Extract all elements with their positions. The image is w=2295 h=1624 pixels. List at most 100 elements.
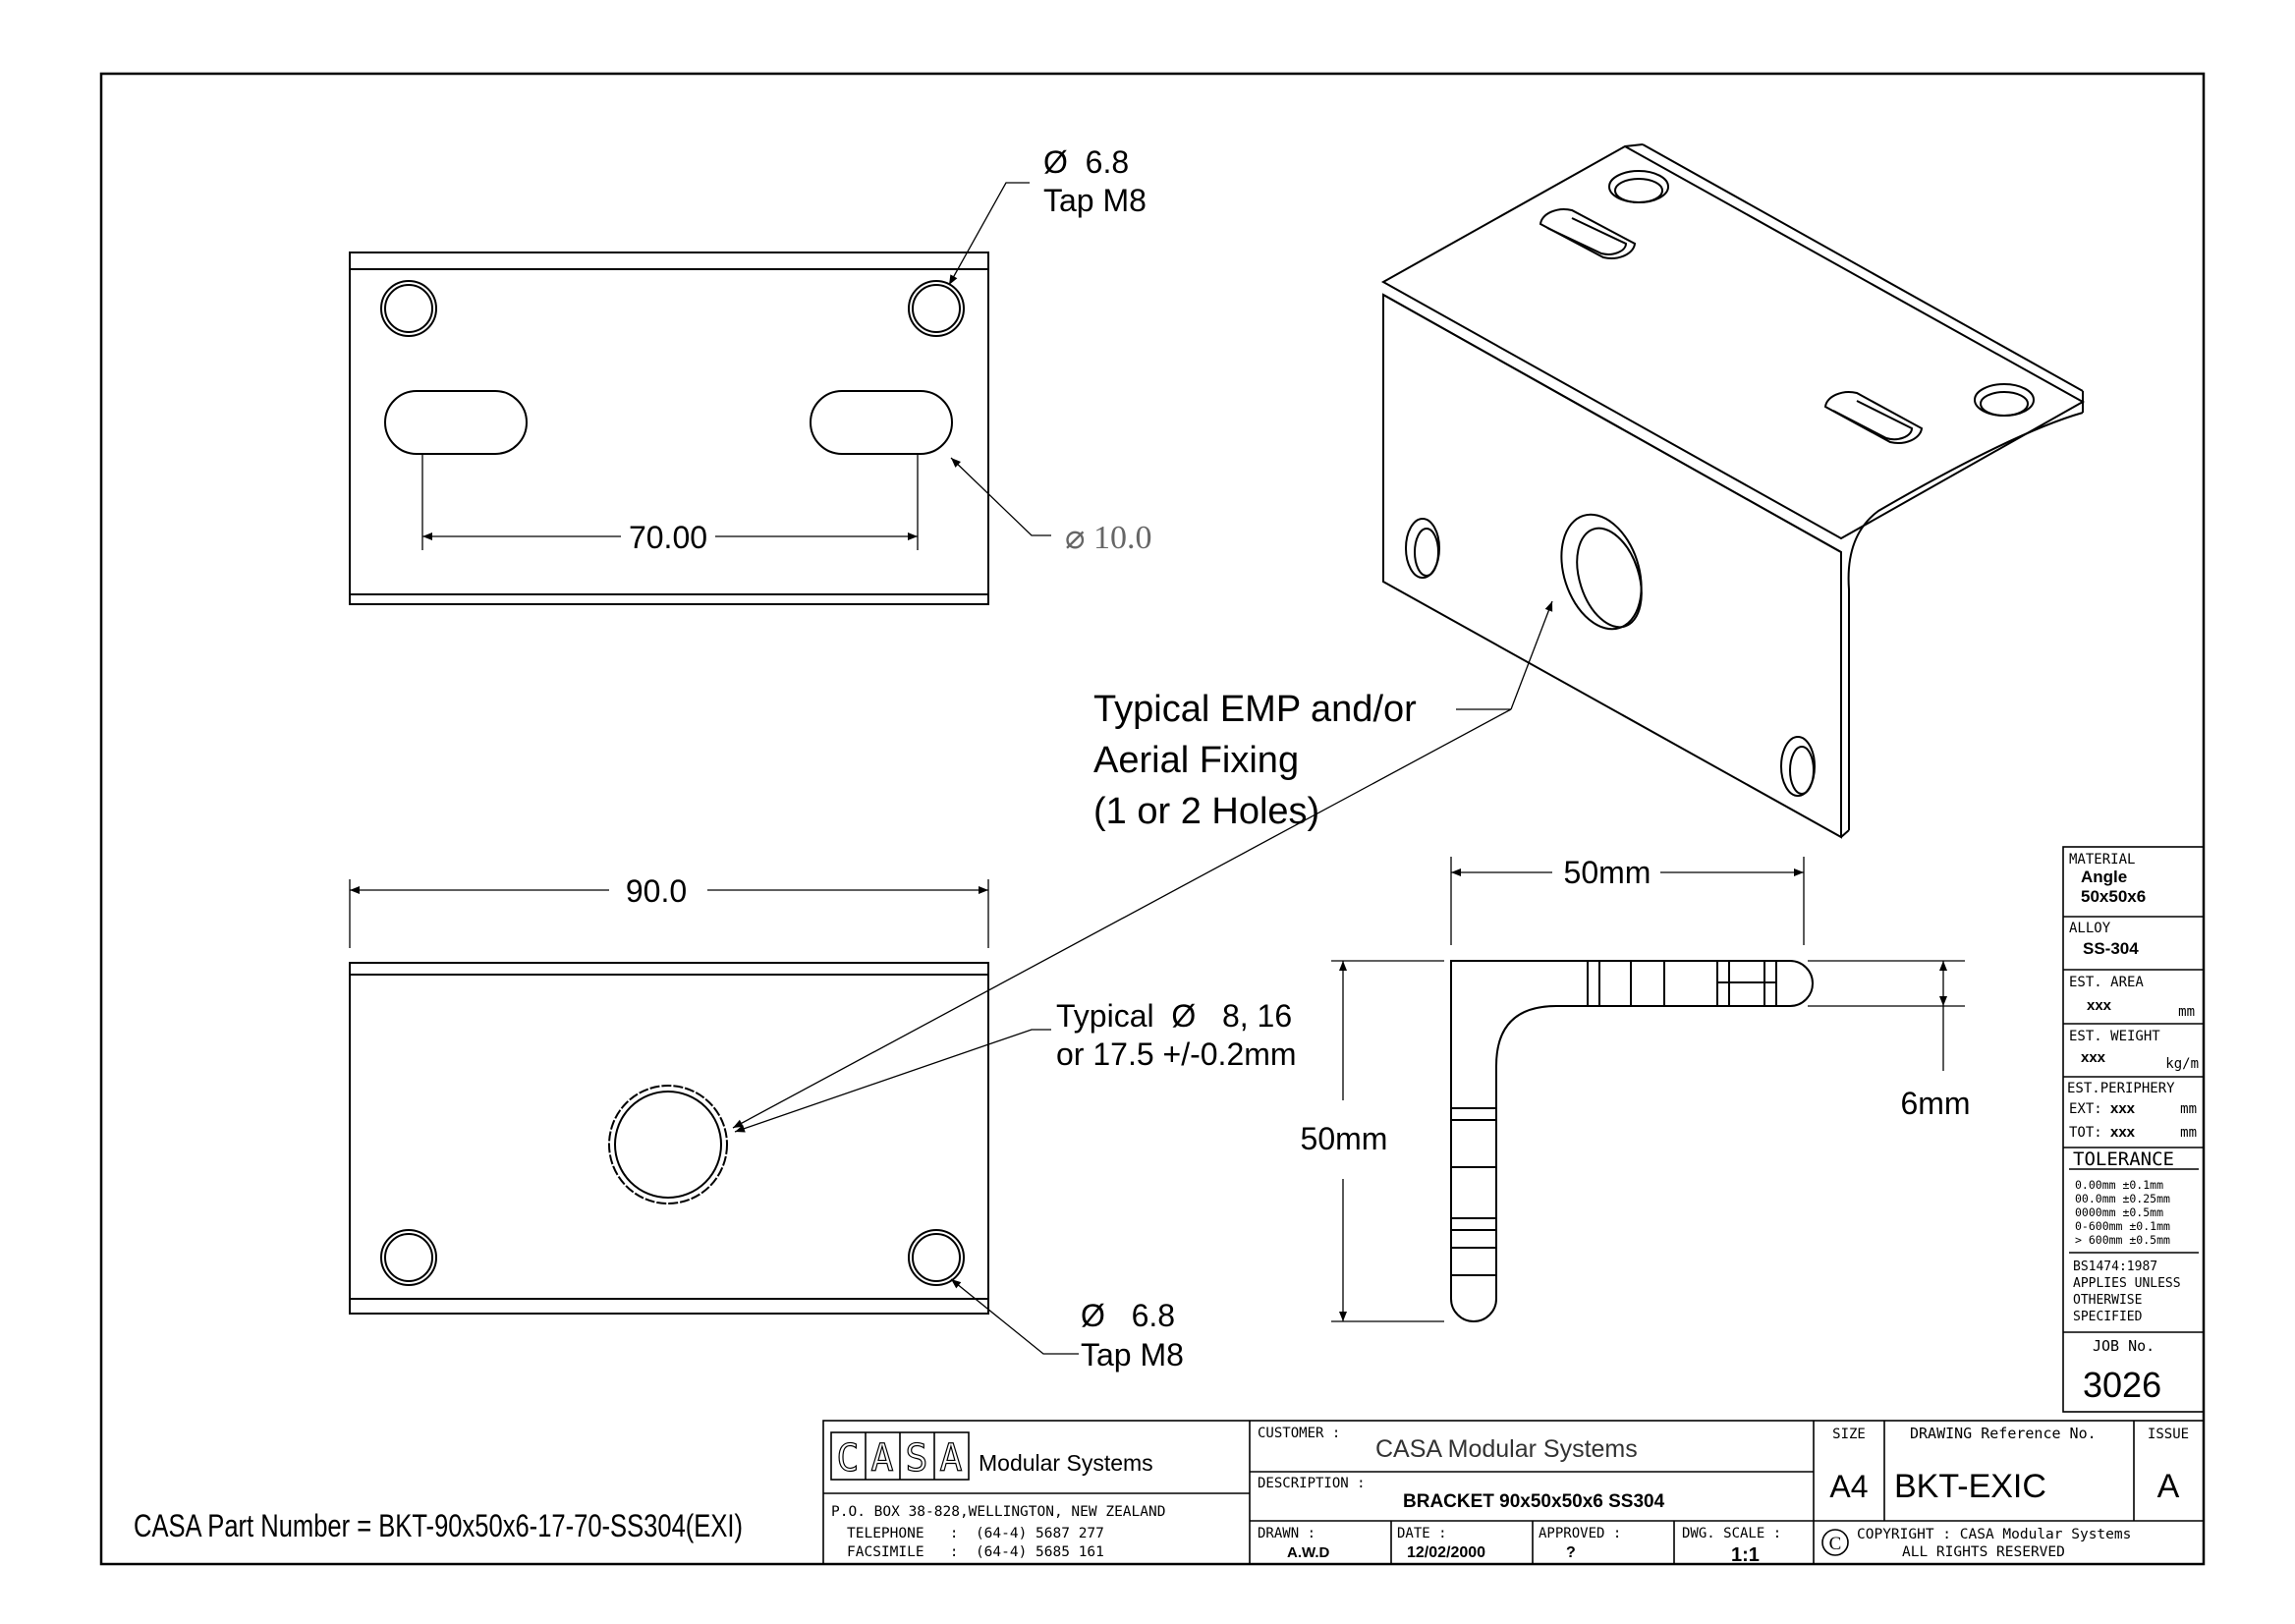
iso-top-slot-front — [1823, 391, 1924, 444]
title-block: C A S A Modular Systems P.O. BOX 38-828,… — [822, 1420, 2205, 1566]
date-label: DATE : — [1397, 1526, 1447, 1541]
area-unit: mm — [2178, 1004, 2195, 1020]
bottom-hole-tap-label: Tap M8 — [1081, 1337, 1184, 1372]
iso-top-slot-back — [1539, 208, 1637, 259]
approved-value: ? — [1566, 1544, 1576, 1561]
iso-top-face — [1380, 144, 2086, 540]
tolerance-label: TOLERANCE — [2073, 1148, 2174, 1170]
tolerance-3: 0000mm ±0.5mm — [2075, 1205, 2163, 1219]
bottom-left-hole — [380, 1229, 437, 1286]
drawn-value: A.W.D — [1287, 1544, 1329, 1561]
ext-value: xxx — [2110, 1100, 2136, 1117]
emp-callout: Typical EMP and/or Aerial Fixing (1 or 2… — [732, 600, 1553, 1129]
copyright-line-1: COPYRIGHT : CASA Modular Systems — [1857, 1527, 2131, 1542]
iso-front-hole-right — [1780, 736, 1816, 797]
emp-label-2: Aerial Fixing — [1093, 740, 1299, 781]
tolerance-4: 0-600mm ±0.1mm — [2075, 1219, 2170, 1233]
right-slot — [810, 390, 953, 455]
top-hole-dia-label: Ø 6.8 — [1043, 144, 1129, 180]
tolerance-2: 00.0mm ±0.25mm — [2075, 1192, 2170, 1205]
emp-leader-to-iso — [1510, 600, 1553, 710]
tot-unit: mm — [2180, 1125, 2197, 1141]
iso-bend — [1847, 412, 2084, 830]
company-facsimile: FACSIMILE : (64-4) 5685 161 — [847, 1544, 1104, 1560]
side-width-label: 50mm — [1564, 855, 1651, 890]
description-label: DESCRIPTION : — [1258, 1476, 1366, 1491]
standard-1: BS1474:1987 — [2073, 1260, 2157, 1274]
issue-value: A — [2157, 1468, 2180, 1505]
slot-spacing-label: 70.00 — [629, 520, 707, 555]
copyright-line-2: ALL RIGHTS RESERVED — [1902, 1544, 2065, 1560]
copyright-symbol: C — [1829, 1534, 1842, 1554]
weight-value: xxx — [2081, 1049, 2106, 1066]
tolerance-1: 0.00mm ±0.1mm — [2075, 1178, 2163, 1192]
area-value: xxx — [2087, 997, 2112, 1014]
ext-label: EXT: — [2069, 1101, 2102, 1117]
top-left-hole — [380, 280, 437, 337]
emp-leader-to-front — [732, 708, 1512, 1129]
bottom-right-hole — [908, 1229, 965, 1286]
front-view-outline — [349, 962, 989, 1315]
customer-value: CASA Modular Systems — [1375, 1435, 1638, 1463]
slot-dia-leader — [950, 457, 1051, 536]
slot-dia-label: ⌀ 10.0 — [1065, 520, 1151, 556]
logo-letter-3: S — [906, 1436, 928, 1480]
tot-value: xxx — [2110, 1124, 2136, 1141]
material-value-2: 50x50x6 — [2081, 887, 2146, 906]
company-name: Modular Systems — [979, 1450, 1153, 1476]
iso-front-hole-left — [1405, 518, 1440, 579]
part-number: CASA Part Number = BKT-90x50x6-17-70-SS3… — [134, 1508, 743, 1543]
scale-label: DWG. SCALE : — [1682, 1526, 1781, 1541]
periphery-label: EST.PERIPHERY — [2067, 1081, 2175, 1096]
top-hole-leader — [948, 182, 1030, 286]
material-panel: MATERIAL Angle 50x50x6 ALLOY SS-304 EST.… — [2062, 846, 2205, 1413]
standard-3: OTHERWISE — [2073, 1293, 2142, 1308]
side-view: 50mm 50mm 6mm — [1301, 855, 1971, 1322]
alloy-label: ALLOY — [2069, 921, 2111, 936]
tolerance-5: > 600mm ±0.5mm — [2075, 1233, 2170, 1247]
scale-value: 1:1 — [1731, 1544, 1760, 1566]
top-view-outline — [349, 252, 989, 605]
iso-top-hole-back — [1608, 170, 1669, 203]
logo-letter-4: A — [940, 1436, 963, 1480]
job-label: JOB No. — [2093, 1337, 2155, 1355]
description-value: BRACKET 90x50x50x6 SS304 — [1403, 1491, 1665, 1512]
emp-label-3: (1 or 2 Holes) — [1093, 791, 1319, 832]
iso-top-back-edge-2 — [1642, 143, 2084, 392]
bottom-hole-dia-label: Ø 6.8 — [1081, 1298, 1175, 1333]
weight-unit: kg/m — [2165, 1056, 2199, 1072]
iso-front-face — [1382, 293, 1842, 839]
drawing-ref-label: DRAWING Reference No. — [1910, 1425, 2097, 1442]
side-height-label: 50mm — [1301, 1121, 1388, 1156]
iso-front-bottom-edge — [1840, 829, 1850, 838]
top-right-hole — [908, 280, 965, 337]
drawn-label: DRAWN : — [1258, 1526, 1315, 1541]
job-number: 3026 — [2083, 1365, 2161, 1405]
standard-2: APPLIES UNLESS — [2073, 1276, 2181, 1291]
drawing-ref-value: BKT-EXIC — [1894, 1468, 2046, 1505]
company-telephone: TELEPHONE : (64-4) 5687 277 — [847, 1526, 1104, 1541]
standard-4: SPECIFIED — [2073, 1310, 2143, 1324]
logo-letter-2: A — [871, 1436, 894, 1480]
logo-letter-1: C — [837, 1436, 860, 1480]
top-hole-tap-label: Tap M8 — [1043, 183, 1147, 218]
thickness-label: 6mm — [1900, 1086, 1970, 1121]
big-hole-label-2: or 17.5 +/-0.2mm — [1056, 1036, 1297, 1072]
weight-label: EST. WEIGHT — [2069, 1029, 2160, 1044]
material-value-1: Angle — [2081, 868, 2127, 886]
copyright-icon: C — [1821, 1529, 1849, 1556]
angle-profile — [1450, 960, 1814, 1322]
iso-top-hole-front — [1974, 383, 2035, 417]
size-label: SIZE — [1832, 1427, 1866, 1442]
front-view: 90.0 Ø 6.8 Tap M8 Typical Ø 8, 16 or 17.… — [349, 873, 1297, 1372]
big-hole-label-1: Typical Ø 8, 16 — [1056, 998, 1292, 1034]
size-value: A4 — [1829, 1469, 1868, 1504]
company-address: P.O. BOX 38-828,WELLINGTON, NEW ZEALAND — [831, 1504, 1165, 1520]
emp-label-1: Typical EMP and/or — [1093, 689, 1417, 730]
big-hole-leader — [734, 1029, 1051, 1133]
date-value: 12/02/2000 — [1407, 1544, 1485, 1561]
left-slot — [384, 390, 528, 455]
width-dimension-label: 90.0 — [626, 873, 687, 909]
fixing-hole-large — [608, 1085, 728, 1204]
